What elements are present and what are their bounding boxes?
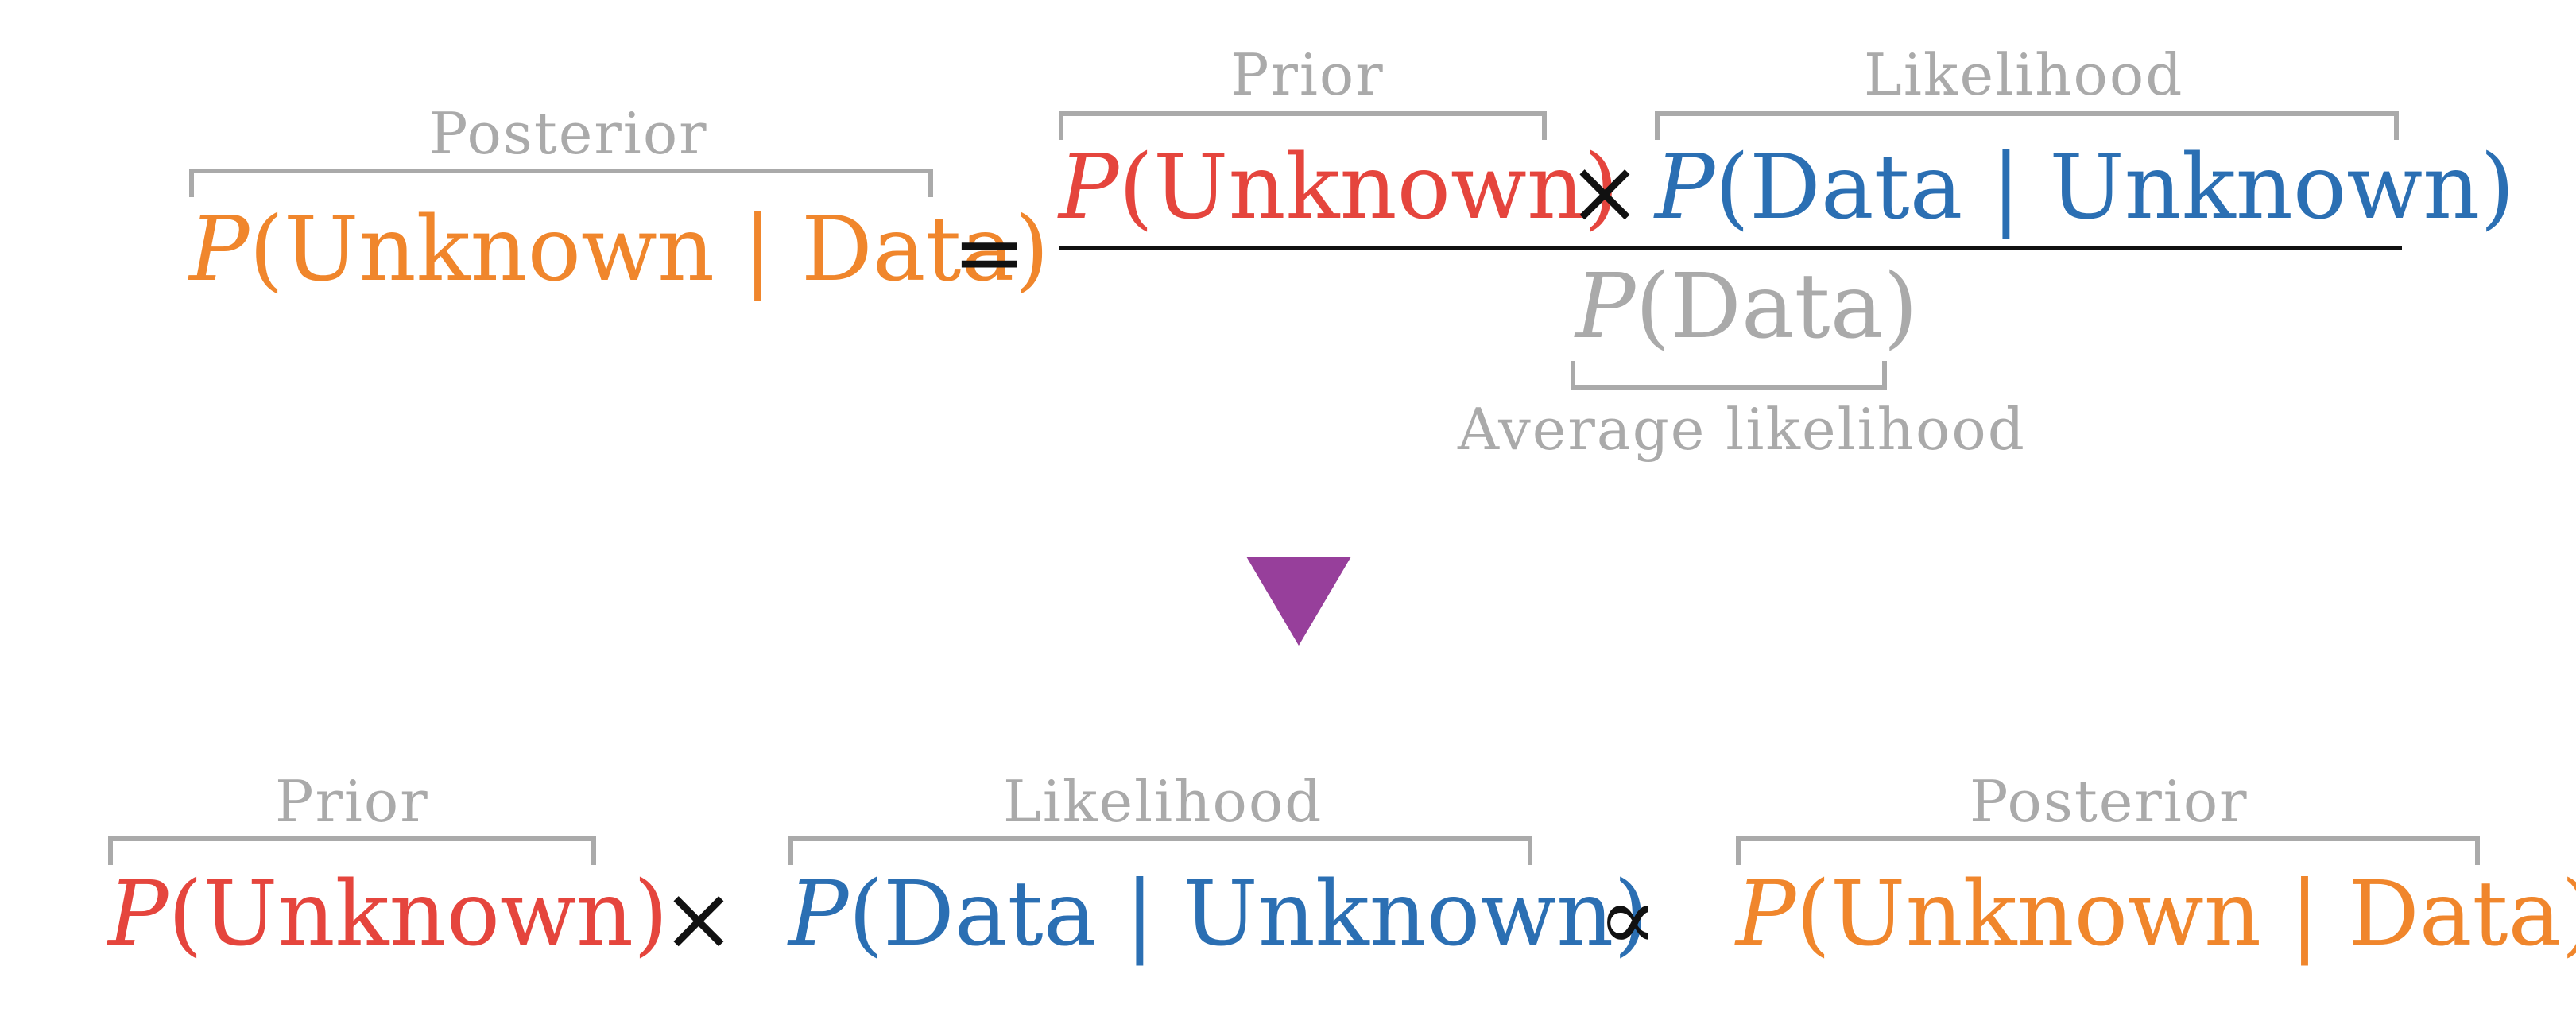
top-likelihood-label: Likelihood bbox=[1864, 41, 2184, 108]
top-prior-label: Prior bbox=[1230, 41, 1385, 108]
bottom-prior-expression: P(Unknown) bbox=[108, 870, 668, 959]
top-times-sign: × bbox=[1567, 141, 1642, 244]
bottom-posterior-body: (Unknown | Data) bbox=[1795, 863, 2576, 966]
top-average-label: Average likelihood bbox=[1458, 396, 2026, 463]
top-equals-sign: = bbox=[952, 201, 1027, 305]
bottom-prior-p: P bbox=[108, 863, 169, 966]
top-prior-expression: P(Unknown) bbox=[1059, 143, 1619, 232]
top-posterior-p: P bbox=[189, 198, 250, 301]
top-likelihood-p: P bbox=[1655, 136, 1715, 239]
bottom-posterior-bracket bbox=[1736, 836, 2480, 865]
bottom-likelihood-p: P bbox=[788, 863, 849, 966]
top-likelihood-body: (Data | Unknown) bbox=[1714, 136, 2515, 239]
bottom-likelihood-bracket bbox=[788, 836, 1532, 865]
bottom-prior-bracket bbox=[108, 836, 596, 865]
top-posterior-expression: P(Unknown | Data) bbox=[189, 205, 1049, 294]
top-prior-body: (Unknown) bbox=[1118, 136, 1619, 239]
fraction-line bbox=[1059, 246, 2402, 250]
bottom-times-sign: × bbox=[661, 867, 736, 971]
top-denominator-body: (Data) bbox=[1635, 255, 1919, 359]
top-posterior-label: Posterior bbox=[429, 100, 708, 167]
top-average-bracket bbox=[1571, 361, 1887, 390]
bottom-posterior-p: P bbox=[1736, 863, 1796, 966]
bottom-posterior-expression: P(Unknown | Data) bbox=[1736, 870, 2576, 959]
top-likelihood-expression: P(Data | Unknown) bbox=[1655, 143, 2515, 232]
top-denominator-expression: P(Data) bbox=[1575, 262, 1918, 351]
top-prior-bracket bbox=[1059, 111, 1547, 140]
top-posterior-bracket bbox=[189, 169, 933, 197]
top-likelihood-bracket bbox=[1655, 111, 2399, 140]
bottom-likelihood-body: (Data | Unknown) bbox=[848, 863, 1648, 966]
down-triangle-icon bbox=[1246, 557, 1351, 646]
bottom-posterior-label: Posterior bbox=[1970, 768, 2249, 835]
bottom-prior-body: (Unknown) bbox=[168, 863, 668, 966]
bottom-likelihood-expression: P(Data | Unknown) bbox=[788, 870, 1648, 959]
bottom-likelihood-label: Likelihood bbox=[1003, 768, 1323, 835]
top-posterior-body: (Unknown | Data) bbox=[249, 198, 1049, 301]
bottom-proportional-sign: ∝ bbox=[1598, 867, 1658, 971]
top-denominator-p: P bbox=[1575, 255, 1636, 359]
top-prior-p: P bbox=[1059, 136, 1119, 239]
bottom-prior-label: Prior bbox=[275, 768, 429, 835]
